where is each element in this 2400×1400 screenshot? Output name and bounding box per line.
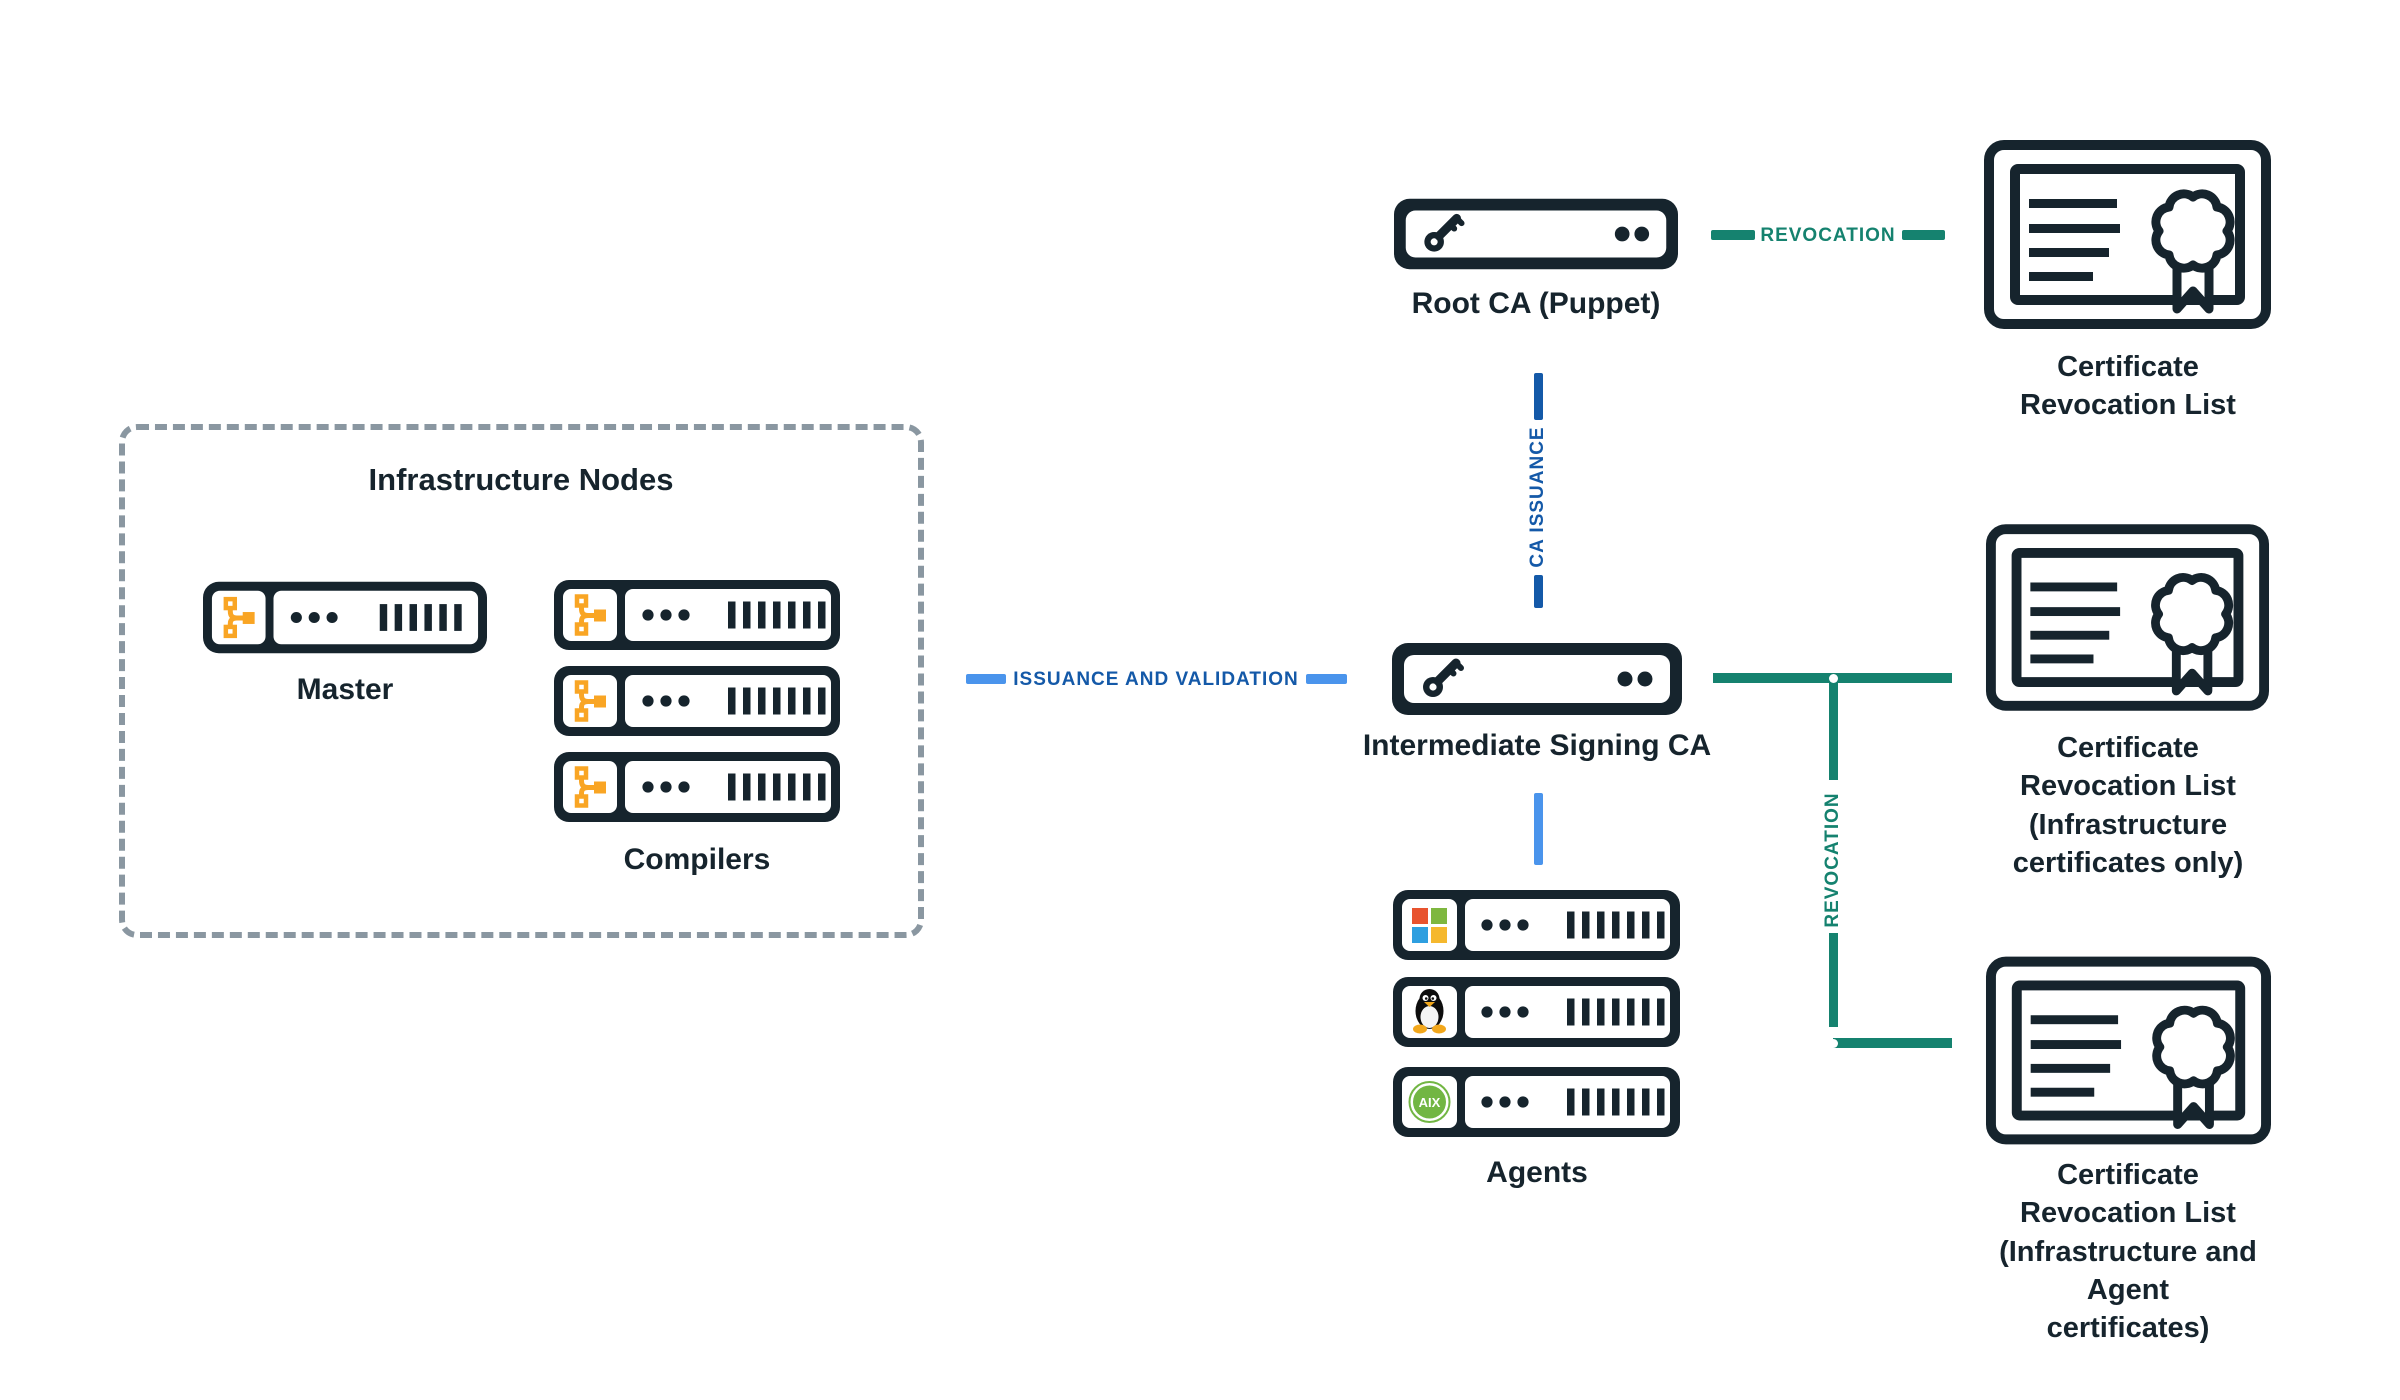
agent-server-linux-icon xyxy=(1393,977,1680,1047)
compilers-label: Compilers xyxy=(623,843,771,876)
intermediate-ca-server-icon xyxy=(1392,643,1682,715)
revocation-root-dash xyxy=(1902,230,1945,240)
crl-infrastructure-icon xyxy=(1985,522,2270,713)
svg-text:AIX: AIX xyxy=(1419,1095,1441,1110)
crl-infrastructure-agent-icon xyxy=(1985,955,2272,1146)
issuance-validation-dash xyxy=(966,674,1006,684)
ca-issuance-label: CA ISSUANCE xyxy=(1527,426,1548,568)
crl-infrastructure-agent-label: Certificate Revocation List (Infrastruct… xyxy=(1999,1159,2257,1345)
agents-link-dash xyxy=(1534,793,1543,865)
revocation-root-dash xyxy=(1711,230,1755,240)
compiler-server-icon xyxy=(554,752,840,822)
crl-infrastructure-label: Certificate Revocation List (Infrastruct… xyxy=(2012,732,2244,879)
intermediate-ca-label: Intermediate Signing CA xyxy=(1362,729,1712,762)
master-label: Master xyxy=(296,673,394,706)
root-ca-server-icon xyxy=(1394,197,1678,271)
revocation-line-horizontal-bottom xyxy=(1833,1038,1952,1048)
revocation-line-vertical xyxy=(1829,933,1838,1027)
ca-issuance-dash xyxy=(1534,373,1543,420)
infrastructure-nodes-box xyxy=(119,424,924,938)
infrastructure-title: Infrastructure Nodes xyxy=(368,462,674,497)
compiler-server-icon xyxy=(554,666,840,736)
master-server-icon xyxy=(203,581,487,654)
crl-root-icon xyxy=(1983,139,2272,330)
junction-dot xyxy=(1829,673,1838,683)
issuance-validation-dash xyxy=(1306,674,1347,684)
revocation-line-vertical xyxy=(1829,683,1838,780)
ca-issuance-dash xyxy=(1534,575,1543,608)
agent-server-windows-icon xyxy=(1393,890,1680,960)
issuance-validation-label: ISSUANCE AND VALIDATION xyxy=(1013,669,1299,690)
revocation-root-label: REVOCATION xyxy=(1760,225,1896,246)
aix-logo-icon: AIX xyxy=(1408,1081,1451,1123)
revocation-intermediate-label: REVOCATION xyxy=(1822,792,1843,928)
agents-label: Agents xyxy=(1486,1156,1588,1189)
compiler-server-icon xyxy=(554,580,840,650)
agent-server-aix-icon: AIX xyxy=(1393,1067,1680,1137)
root-ca-label: Root CA (Puppet) xyxy=(1411,287,1661,320)
crl-root-label: Certificate Revocation List xyxy=(2020,351,2236,422)
junction-dot xyxy=(1829,1038,1838,1048)
